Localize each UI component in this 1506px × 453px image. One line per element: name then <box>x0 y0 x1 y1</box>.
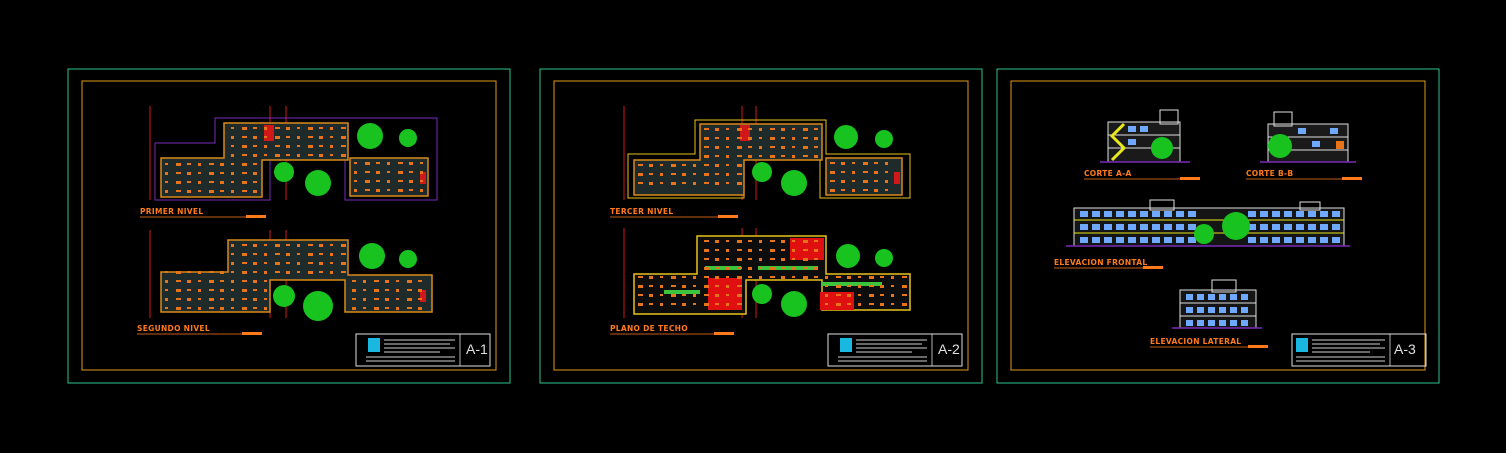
inner-frame <box>1010 80 1426 371</box>
room-details <box>165 127 907 310</box>
drawing-label: ELEVACION FRONTAL <box>1054 258 1147 267</box>
floor-plan-tercer-nivel <box>623 106 911 200</box>
drawing-label: ELEVACION LATERAL <box>1150 337 1241 346</box>
inner-frame <box>81 80 497 371</box>
floor-plan-primer-nivel <box>149 106 438 201</box>
title-block: A-1 <box>355 333 491 367</box>
sheet-frame <box>996 68 1440 384</box>
roof-plan <box>623 228 911 318</box>
sheet-code: A-3 <box>1394 341 1416 357</box>
sheet-code: A-2 <box>938 341 960 357</box>
title-block: A-3 <box>1291 333 1427 367</box>
floor-plan-segundo-nivel <box>149 230 433 321</box>
sheet-a1: PRIMER NIVEL SEGUNDO NIVEL <box>67 68 511 384</box>
drawing-label: SEGUNDO NIVEL <box>137 324 210 333</box>
drawing-label: TERCER NIVEL <box>610 207 673 216</box>
inner-frame <box>553 80 969 371</box>
drawing-label: CORTE A-A <box>1084 169 1132 178</box>
side-elevation <box>1172 279 1262 329</box>
sheet-code: A-1 <box>466 341 488 357</box>
drawing-label: PLANO DE TECHO <box>610 324 688 333</box>
section-b-b <box>1260 111 1356 163</box>
title-block: A-2 <box>827 333 963 367</box>
sheet-frame <box>539 68 983 384</box>
sheet-a2: TERCER NIVEL PLANO DE TECHO <box>539 68 983 384</box>
section-a-a <box>1100 109 1190 163</box>
sheet-a3: CORTE A-A CORTE B-B <box>996 68 1440 384</box>
front-elevation <box>1066 199 1350 247</box>
sheet-frame <box>67 68 511 384</box>
drawing-label: CORTE B-B <box>1246 169 1293 178</box>
drawing-label: PRIMER NIVEL <box>140 207 203 216</box>
